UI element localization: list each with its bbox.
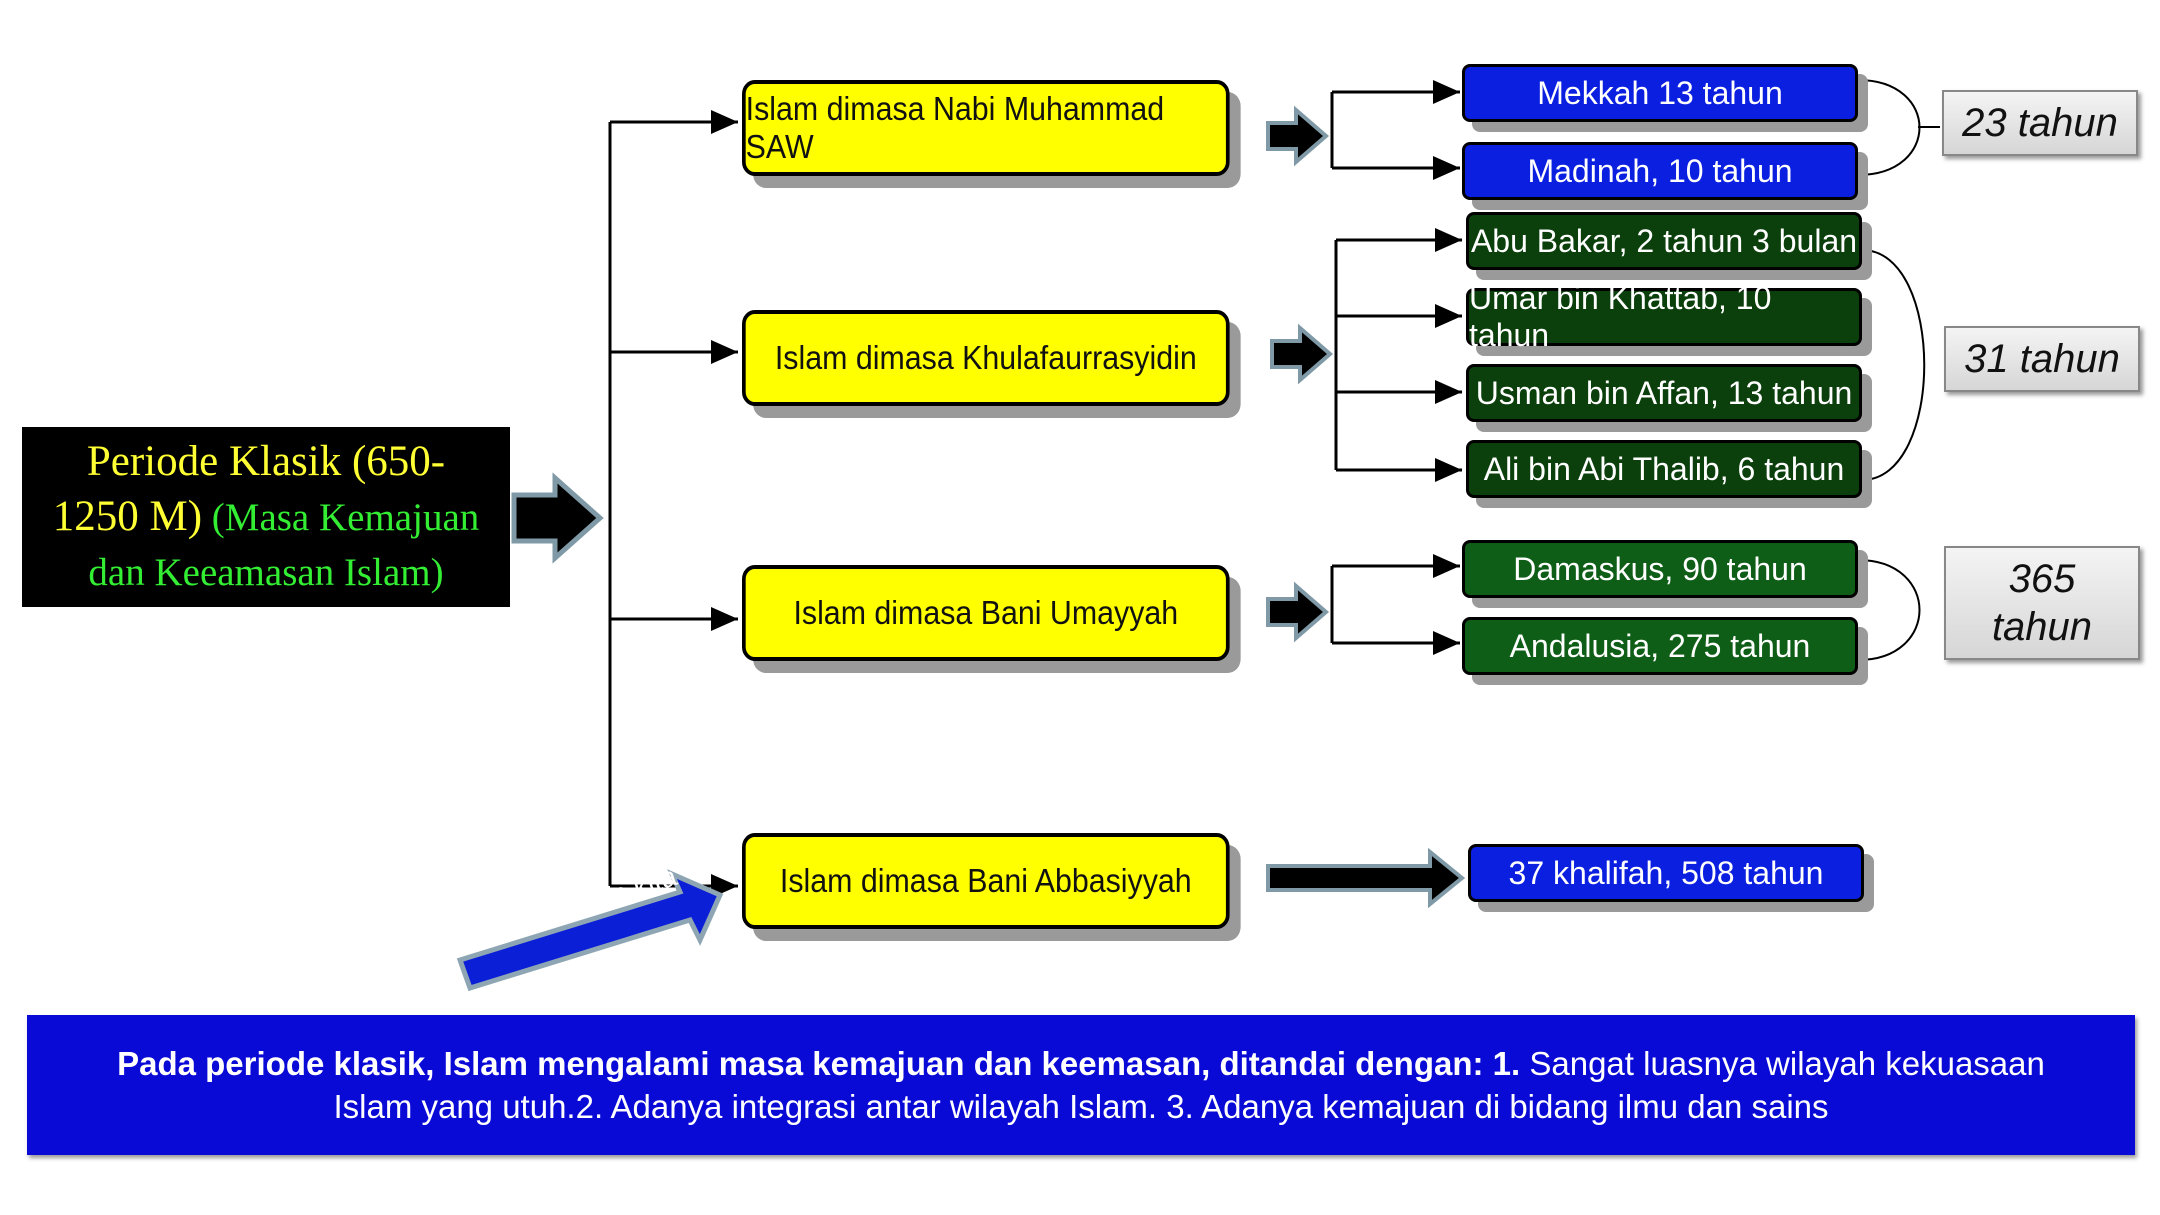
total-umayyah-line-1: 365 — [2008, 557, 2076, 601]
arrow-umayyah — [1266, 581, 1330, 643]
footer-bold-text: Pada periode klasik, Islam mengalami mas… — [117, 1045, 1521, 1082]
period-box-nabi: Islam dimasa Nabi Muhammad SAW — [742, 80, 1230, 176]
footer-summary: Pada periode klasik, Islam mengalami mas… — [27, 1015, 2135, 1155]
period-box-khulafaurrasyidin: Islam dimasa Khulafaurrasyidin — [742, 310, 1230, 406]
root-line-2: 1250 M) — [52, 493, 203, 540]
detail-ali: Ali bin Abi Thalib, 6 tahun — [1466, 440, 1862, 498]
period-box-abbasiyyah: Islam dimasa Bani Abbasiyyah — [742, 833, 1230, 929]
callout-arrow — [456, 869, 724, 992]
total-khulafa: 31 tahun — [1944, 326, 2140, 392]
total-nabi: 23 tahun — [1942, 90, 2138, 156]
root-line-1: Periode Klasik (650- — [86, 438, 446, 485]
detail-abu-bakar: Abu Bakar, 2 tahun 3 bulan — [1466, 212, 1862, 270]
detail-andalusia: Andalusia, 275 tahun — [1462, 617, 1858, 675]
arrow-abbasiyyah — [1266, 847, 1466, 909]
detail-umar: Umar bin Khattab, 10 tahun — [1466, 280, 1862, 353]
detail-madinah: Madinah, 10 tahun — [1462, 142, 1858, 200]
arrow-nabi — [1266, 105, 1330, 167]
detail-usman: Usman bin Affan, 13 tahun — [1466, 364, 1862, 422]
detail-abbasiyyah: 37 khalifah, 508 tahun — [1468, 844, 1864, 902]
root-arrow — [511, 472, 604, 564]
arrow-khulafa — [1270, 323, 1334, 385]
root-line-2-green: (Masa Kemajuan — [202, 496, 480, 539]
footer-text: Sangat luasnya wilayah kekuasaan Islam y… — [333, 1045, 2045, 1125]
detail-damaskus: Damaskus, 90 tahun — [1462, 540, 1858, 598]
root-line-3: dan Keeamasan Islam) — [88, 551, 444, 594]
detail-mekkah: Mekkah 13 tahun — [1462, 64, 1858, 122]
period-box-umayyah: Islam dimasa Bani Umayyah — [742, 565, 1230, 661]
total-umayyah: 365 tahun — [1944, 546, 2140, 660]
root-box-periode-klasik: Periode Klasik (650- 1250 M) (Masa Kemaj… — [22, 427, 510, 607]
total-umayyah-line-2: tahun — [1991, 605, 2093, 649]
